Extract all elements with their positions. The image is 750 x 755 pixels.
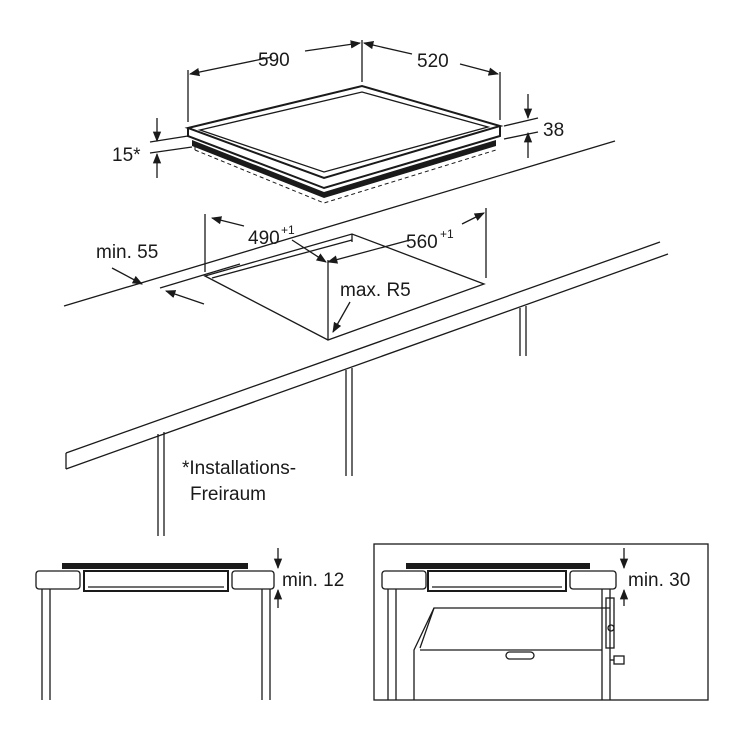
dim-520-label: 520 [417,51,449,72]
dim-min55: min. 55 [96,242,241,305]
dim-520: 520 [362,41,501,120]
hob [184,84,504,204]
right-clearance-label: min. 30 [628,570,690,591]
dim-490-tolerance: +1 [281,223,295,237]
dim-560-label: 560 [406,232,438,253]
footnote-line1: *Installations- [182,458,296,479]
side-view-left: min. 12 [35,548,344,700]
footnote: *Installations- Freiraum [182,458,296,505]
dim-560: 560 +1 [326,208,487,278]
right-view-frame [373,543,709,701]
dim-maxR5: max. R5 [327,260,411,340]
left-clearance-label: min. 12 [282,570,344,591]
dim-560-tolerance: +1 [440,227,454,241]
dim-590-label: 590 [258,50,290,71]
footnote-line2: Freiraum [190,484,266,505]
dim-maxR5-label: max. R5 [340,280,411,301]
dim-38: 38 [503,94,564,158]
dim-15: 15* [112,118,193,178]
dim-min55-label: min. 55 [96,242,158,263]
dim-590: 590 [187,40,363,122]
worktop [63,140,669,536]
dim-490-label: 490 [248,228,280,249]
dim-38-label: 38 [543,120,564,141]
dim-490: 490 +1 [204,214,327,272]
dim-15-label: 15* [112,145,141,166]
side-view-right: min. 30 [373,543,709,701]
cutout [203,233,486,341]
